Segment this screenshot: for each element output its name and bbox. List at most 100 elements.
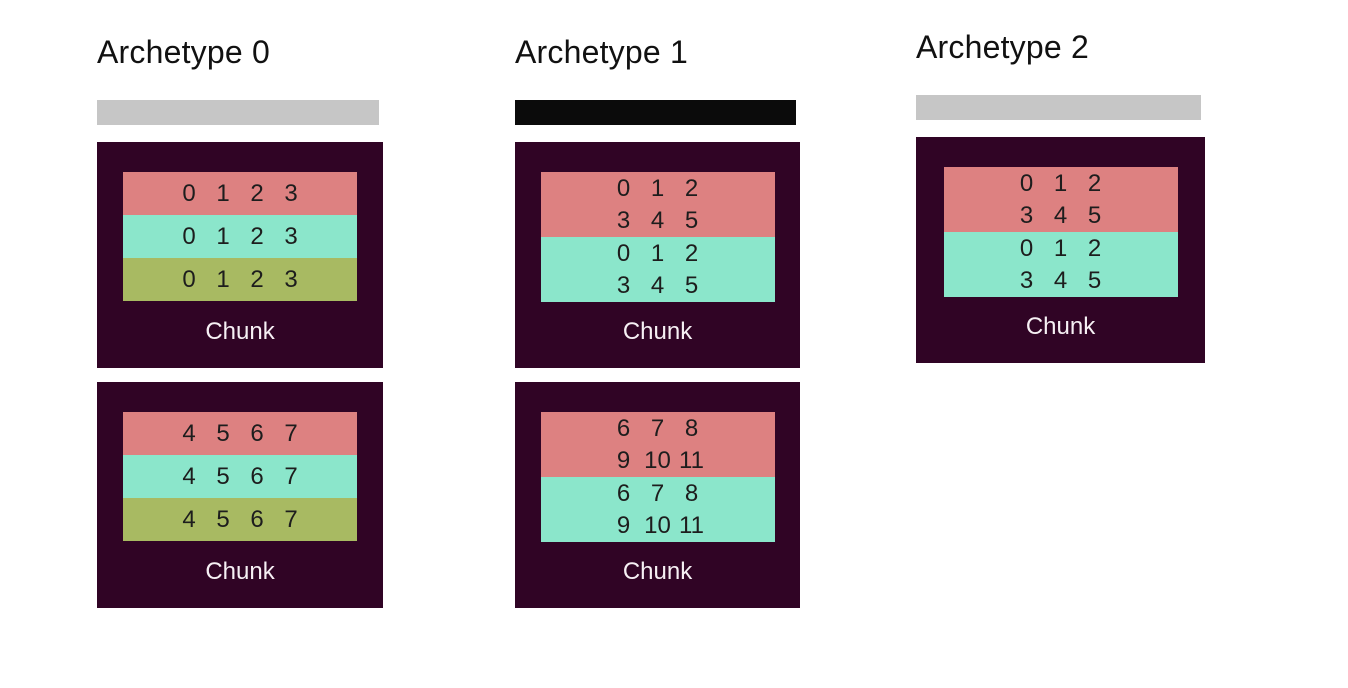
element-index: 2 (1087, 169, 1102, 197)
element-index: 8 (684, 479, 699, 507)
element-index: 2 (684, 239, 699, 267)
element-index: 2 (250, 222, 264, 250)
element-index: 3 (1019, 266, 1034, 294)
element-index: 1 (650, 239, 665, 267)
element-index: 4 (650, 271, 665, 299)
element-index: 4 (1053, 266, 1068, 294)
element-index: 0 (182, 179, 196, 207)
chunk-label: Chunk (622, 558, 693, 585)
element-index: 1 (650, 174, 665, 202)
element-index: 5 (684, 271, 699, 299)
archetype-title: Archetype 2 (916, 29, 1089, 65)
element-index: 7 (284, 419, 298, 447)
element-index: 6 (250, 505, 264, 533)
element-index: 3 (616, 206, 631, 234)
element-index: 3 (1019, 201, 1034, 229)
element-index: 5 (216, 505, 230, 533)
element-index: 2 (250, 179, 264, 207)
element-index: 5 (216, 419, 230, 447)
element-index: 0 (182, 265, 196, 293)
element-index: 6 (616, 414, 631, 442)
element-index: 1 (1053, 234, 1068, 262)
element-index: 7 (284, 505, 298, 533)
element-index: 10 (644, 511, 671, 539)
element-index: 4 (1053, 201, 1068, 229)
element-index: 0 (1019, 169, 1034, 197)
element-index: 9 (616, 511, 631, 539)
element-index: 0 (616, 239, 631, 267)
element-index: 0 (182, 222, 196, 250)
element-index: 7 (650, 414, 665, 442)
element-index: 8 (684, 414, 699, 442)
memory-bar (916, 95, 1201, 120)
memory-bar (515, 100, 796, 125)
element-index: 4 (182, 419, 196, 447)
chunk-label: Chunk (622, 318, 693, 345)
element-index: 11 (679, 446, 704, 474)
chunk-label: Chunk (205, 317, 275, 345)
element-index: 0 (1019, 234, 1034, 262)
element-index: 5 (216, 462, 230, 490)
element-index: 1 (216, 222, 230, 250)
element-index: 1 (1053, 169, 1068, 197)
element-index: 6 (250, 462, 264, 490)
element-index: 0 (616, 174, 631, 202)
chunk-label: Chunk (1025, 313, 1096, 340)
element-index: 2 (250, 265, 264, 293)
element-index: 3 (284, 265, 298, 293)
element-index: 5 (1087, 201, 1102, 229)
element-index: 11 (679, 511, 704, 539)
element-index: 10 (644, 446, 671, 474)
memory-bar (97, 100, 379, 125)
element-index: 7 (650, 479, 665, 507)
element-index: 3 (616, 271, 631, 299)
archetype-title: Archetype 0 (97, 34, 270, 70)
element-index: 2 (1087, 234, 1102, 262)
element-index: 5 (1087, 266, 1102, 294)
element-index: 4 (182, 462, 196, 490)
element-index: 4 (182, 505, 196, 533)
element-index: 9 (616, 446, 631, 474)
element-index: 2 (684, 174, 699, 202)
element-index: 4 (650, 206, 665, 234)
element-index: 7 (284, 462, 298, 490)
chunk-label: Chunk (205, 557, 275, 585)
element-index: 1 (216, 179, 230, 207)
